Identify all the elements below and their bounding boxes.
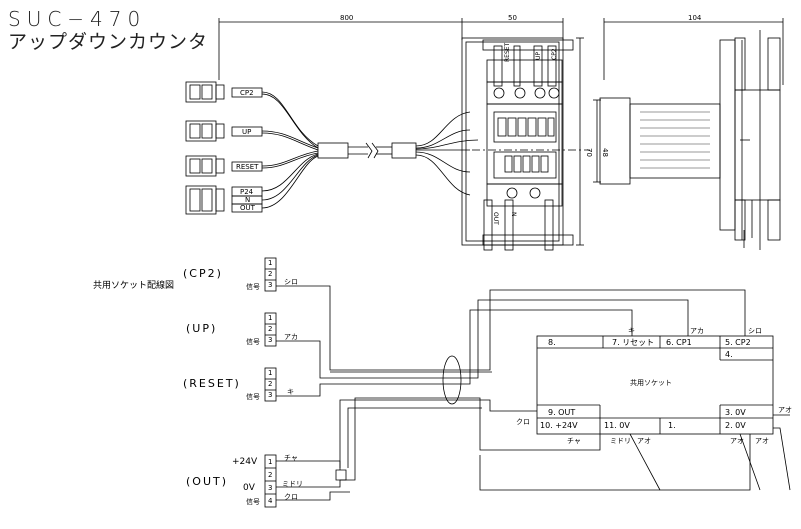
wire-label-shiro-socket: シロ: [748, 327, 762, 335]
connector-label-p24: P24: [240, 188, 254, 196]
group-out-wire-midori: ミドリ: [282, 480, 303, 488]
socket-terminal-7: 7. リセット: [612, 338, 654, 347]
connector-label-cp2: CP2: [240, 89, 254, 97]
connector-reset: [185, 155, 263, 177]
cable-bundle: [261, 91, 479, 209]
group-reset-pin-2: 2: [268, 380, 273, 388]
group-reset-wire: キ: [287, 388, 294, 396]
connector-label-n: N: [245, 196, 250, 204]
socket-terminal-2: 2. 0V: [725, 421, 746, 430]
wire-label-cha-socket: チャ: [567, 437, 581, 445]
group-cp2-signal: 信号: [246, 283, 260, 291]
wiring-section-title: 共用ソケット配線図: [93, 281, 175, 291]
group-cp2-pin-3: 3: [268, 281, 273, 289]
group-up-pin-3: 3: [268, 336, 273, 344]
group-out-pin-2: 2: [268, 471, 273, 479]
group-out-name: (OUT): [186, 475, 229, 488]
wires: [276, 285, 791, 501]
group-out-label-0v: 0V: [243, 483, 255, 493]
wire-label-ao-socket-3: アオ: [755, 437, 769, 445]
dim-104: 104: [688, 14, 702, 22]
group-reset-pin-3: 3: [268, 391, 273, 399]
side-view: [599, 30, 781, 250]
dim-50: 50: [508, 14, 517, 22]
wire-label-ao-socket-1: アオ: [637, 437, 651, 445]
socket-terminal-4: 4.: [725, 350, 733, 359]
socket-terminal-6: 6. CP1: [666, 338, 692, 347]
terminal-up: UP: [535, 52, 542, 60]
wire-label-ao-socket-2: アオ: [730, 437, 744, 445]
group-out-wire-cha: チャ: [284, 454, 298, 462]
group-cp2-pin-2: 2: [268, 270, 273, 278]
group-reset-name: (RESET): [183, 377, 241, 390]
connector-label-up: UP: [242, 128, 251, 136]
front-view: [461, 37, 590, 251]
terminal-cp2: CP2: [551, 48, 558, 60]
group-cp2-name: (CP2): [183, 267, 223, 280]
socket-block: [536, 335, 774, 435]
group-reset-signal: 信号: [246, 393, 260, 401]
group-out-pin-4: 4: [268, 497, 273, 505]
group-up-pin-2: 2: [268, 325, 273, 333]
group-up-signal: 信号: [246, 338, 260, 346]
socket-terminal-5: 5. CP2: [725, 338, 751, 347]
dim-48: 48: [601, 148, 609, 157]
terminal-reset: RESET: [504, 42, 511, 62]
wire-label-midori-socket: ミドリ: [610, 437, 631, 445]
wire-label-ki-socket: キ: [628, 327, 635, 335]
socket-terminal-1: 1.: [668, 421, 676, 430]
wire-label-kuro-socket: クロ: [516, 418, 530, 426]
group-out-wire-kuro: クロ: [284, 493, 298, 501]
socket-terminal-10: 10. +24V: [540, 421, 578, 430]
connector-label-out: OUT: [240, 204, 256, 212]
wire-label-ao-socket-right: アオ: [778, 406, 792, 414]
terminal-out: OUT: [492, 212, 499, 225]
terminal-n: N: [510, 212, 517, 217]
group-out-pin-1: 1: [268, 458, 273, 466]
group-out-pin-3: 3: [268, 484, 273, 492]
wire-color-labels: キ アカ シロ クロ チャ ミドリ アオ アオ アオ アオ: [516, 327, 792, 445]
group-out-signal: 信号: [246, 498, 260, 506]
group-up-wire: アカ: [284, 333, 298, 341]
connector-up: [185, 120, 263, 142]
group-cp2-pin-1: 1: [268, 259, 273, 267]
connector-label-reset: RESET: [236, 163, 259, 171]
dimension-lines: [218, 18, 784, 246]
display-digits: [497, 117, 555, 173]
group-up-name: (UP): [186, 322, 218, 335]
socket-label: 共用ソケット: [630, 378, 672, 387]
group-up-pin-1: 1: [268, 314, 273, 322]
connector-cp2: [185, 81, 263, 103]
dim-800: 800: [340, 14, 353, 22]
socket-terminal-11: 11. 0V: [604, 421, 630, 430]
group-reset-pin-1: 1: [268, 369, 273, 377]
group-cp2-wire: シロ: [284, 278, 298, 286]
product-name: アップダウンカウンタ: [8, 31, 209, 53]
wire-label-aka-socket: アカ: [690, 327, 704, 335]
socket-terminal-3: 3. 0V: [725, 408, 746, 417]
dim-70: 70: [585, 148, 593, 157]
pin-blocks: [264, 257, 277, 508]
socket-terminal-9: 9. OUT: [548, 408, 575, 417]
socket-terminal-8: 8.: [548, 338, 556, 347]
model-title: SUC−470: [8, 7, 147, 31]
group-out-label-24v: +24V: [232, 457, 258, 467]
socket-terminals: 8. 7. リセット 6. CP1 5. CP2 4. 9. OUT 3. 0V…: [540, 338, 751, 430]
